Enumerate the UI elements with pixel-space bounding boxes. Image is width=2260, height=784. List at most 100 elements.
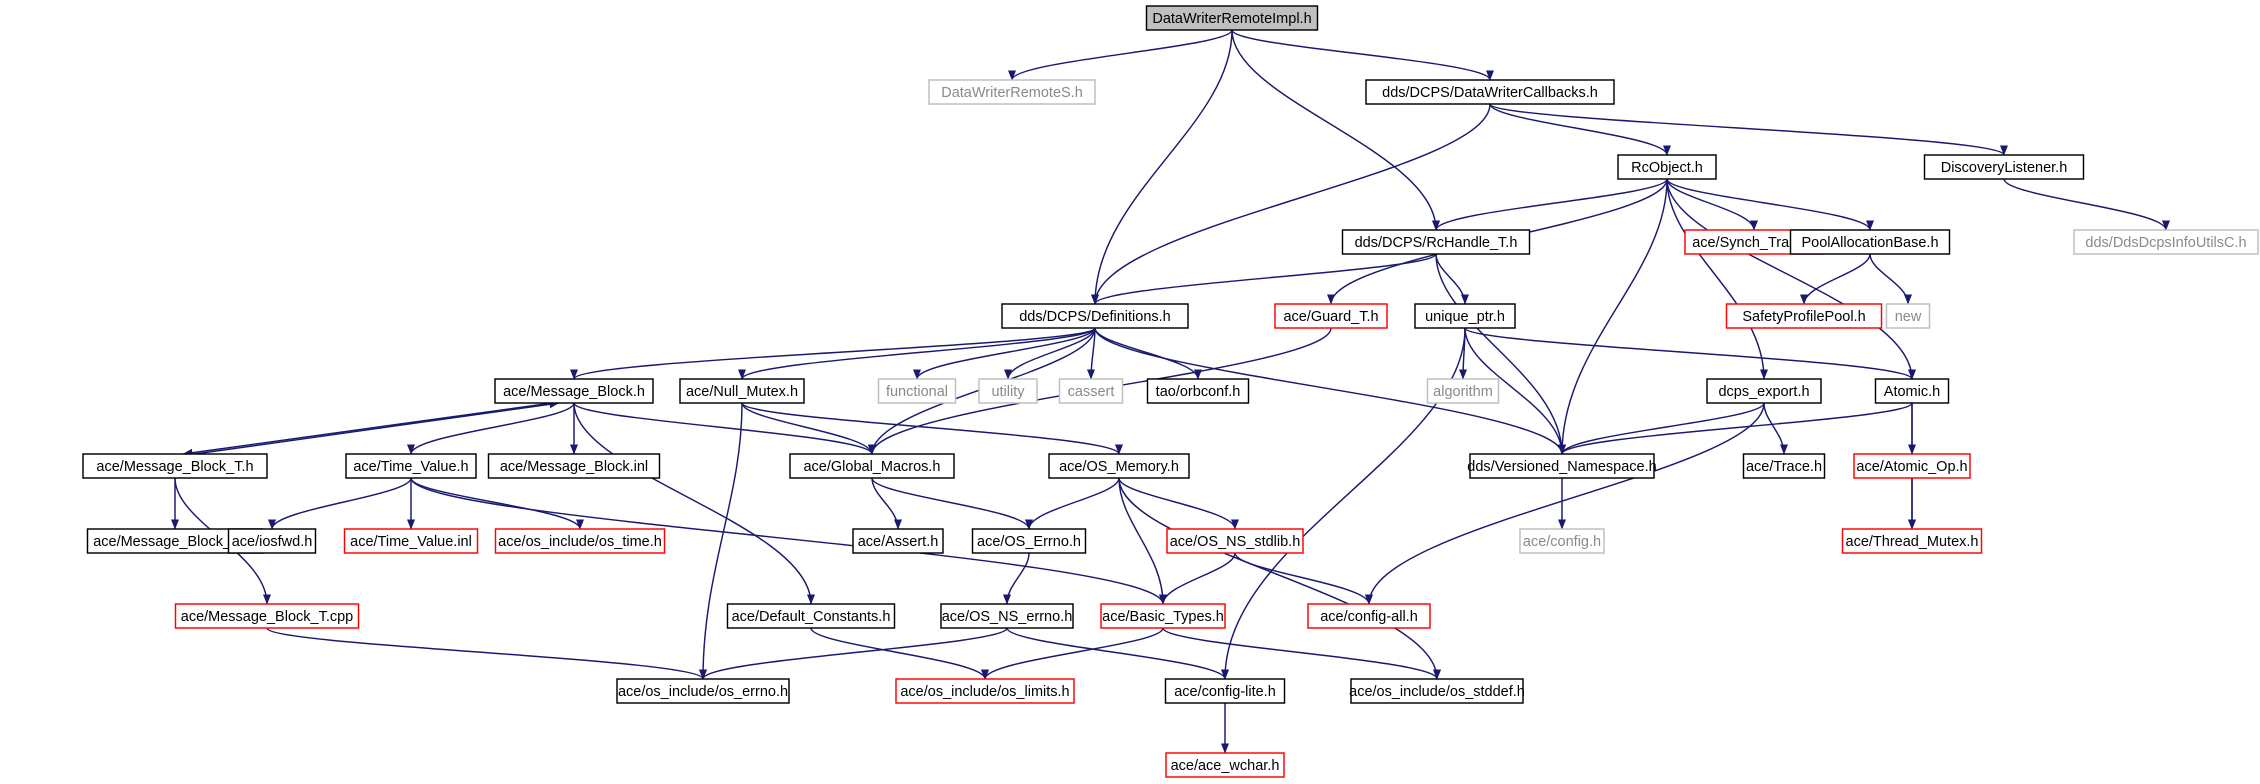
edge-rcobj-to-atomic bbox=[1666, 178, 1916, 380]
node-label: RcObject.h bbox=[1631, 160, 1703, 176]
node-disc[interactable]: DiscoveryListener.h bbox=[1923, 154, 2085, 180]
edge-defconst-to-oslimits bbox=[810, 627, 989, 680]
node-atomicop[interactable]: ace/Atomic_Op.h bbox=[1853, 453, 1971, 479]
edge-defs-to-nullmtx bbox=[738, 327, 1096, 380]
node-assert[interactable]: ace/Assert.h bbox=[852, 528, 944, 554]
edge-nserrno-to-oserrnoh bbox=[699, 627, 1008, 680]
node-label: ace/config-lite.h bbox=[1174, 684, 1276, 700]
node-wchar[interactable]: ace/ace_wchar.h bbox=[1165, 752, 1285, 778]
node-trace[interactable]: ace/Trace.h bbox=[1742, 453, 1826, 479]
node-label: ace/os_include/os_time.h bbox=[498, 534, 662, 550]
node-ddsinfo[interactable]: dds/DdsDcpsInfoUtilsC.h bbox=[2073, 229, 2259, 255]
edge-nullmtx-to-osmem bbox=[741, 402, 1123, 455]
node-config[interactable]: ace/config.h bbox=[1519, 528, 1605, 554]
node-msgblkTcpp[interactable]: ace/Message_Block_T.cpp bbox=[174, 603, 360, 629]
node-box bbox=[1365, 79, 1615, 105]
node-label: ace/Message_Block_T.h bbox=[96, 459, 253, 475]
edge-rcobj-to-dcpsexp bbox=[1666, 178, 1768, 380]
node-box bbox=[1874, 378, 1950, 404]
node-label: utility bbox=[991, 384, 1025, 400]
node-atomic[interactable]: Atomic.h bbox=[1874, 378, 1950, 404]
edge-root-to-dwcb bbox=[1231, 29, 1494, 81]
node-box bbox=[940, 603, 1074, 629]
node-root[interactable]: DataWriterRemoteImpl.h bbox=[1145, 5, 1319, 31]
node-osstddef[interactable]: ace/os_include/os_stddef.h bbox=[1349, 678, 1525, 704]
node-box bbox=[895, 678, 1075, 704]
edge-msgblk-to-msgblkT bbox=[182, 402, 553, 457]
node-oserrnoh[interactable]: ace/os_include/os_errno.h bbox=[616, 678, 790, 704]
edge-pool-to-safety bbox=[1800, 253, 1871, 305]
node-configlite[interactable]: ace/config-lite.h bbox=[1164, 678, 1286, 704]
edge-msgblk-to-globmac bbox=[573, 402, 876, 455]
node-safety[interactable]: SafetyProfilePool.h bbox=[1725, 303, 1883, 329]
node-label: Atomic.h bbox=[1884, 384, 1940, 400]
node-label: dcps_export.h bbox=[1718, 384, 1809, 400]
node-box bbox=[1341, 229, 1531, 255]
node-timevalinl[interactable]: ace/Time_Value.inl bbox=[343, 528, 479, 554]
node-label: ace/os_include/os_limits.h bbox=[900, 684, 1069, 700]
edge-osmem-to-osstddef bbox=[1118, 477, 1441, 680]
edge-basictypes-to-osstddef bbox=[1162, 627, 1441, 680]
node-box bbox=[1100, 603, 1226, 629]
node-box bbox=[1414, 303, 1516, 329]
node-label: algorithm bbox=[1433, 384, 1493, 400]
node-pool[interactable]: PoolAllocationBase.h bbox=[1789, 229, 1951, 255]
node-new[interactable]: new bbox=[1885, 303, 1931, 329]
node-label: ace/Assert.h bbox=[858, 534, 939, 550]
node-box bbox=[1742, 453, 1826, 479]
node-label: dds/DCPS/DataWriterCallbacks.h bbox=[1382, 85, 1598, 101]
node-label: ace/Global_Macros.h bbox=[803, 459, 940, 475]
node-versns[interactable]: dds/Versioned_Namespace.h bbox=[1467, 453, 1657, 479]
node-osmem[interactable]: ace/OS_Memory.h bbox=[1048, 453, 1190, 479]
edge-disc-to-ddsinfo bbox=[2003, 178, 2170, 231]
node-msgblk[interactable]: ace/Message_Block.h bbox=[494, 378, 654, 404]
node-rchandle[interactable]: dds/DCPS/RcHandle_T.h bbox=[1341, 229, 1531, 255]
node-basictypes[interactable]: ace/Basic_Types.h bbox=[1100, 603, 1226, 629]
node-dwcb[interactable]: dds/DCPS/DataWriterCallbacks.h bbox=[1365, 79, 1615, 105]
node-msgblkinl[interactable]: ace/Message_Block.inl bbox=[487, 453, 661, 479]
node-iosfwd[interactable]: ace/iosfwd.h bbox=[227, 528, 317, 554]
node-cassert[interactable]: cassert bbox=[1058, 378, 1124, 404]
node-label: dds/DCPS/RcHandle_T.h bbox=[1355, 235, 1518, 251]
node-nserrno[interactable]: ace/OS_NS_errno.h bbox=[940, 603, 1074, 629]
edge-msgblk-to-timeval bbox=[407, 402, 575, 455]
node-functional[interactable]: functional bbox=[877, 378, 957, 404]
node-defs[interactable]: dds/DCPS/Definitions.h bbox=[1001, 303, 1189, 329]
node-label: ace/Atomic_Op.h bbox=[1856, 459, 1967, 475]
node-algorithm[interactable]: algorithm bbox=[1426, 378, 1500, 404]
edge-rchandle-to-defs bbox=[1091, 253, 1437, 305]
node-box bbox=[1164, 678, 1286, 704]
node-uptr[interactable]: unique_ptr.h bbox=[1414, 303, 1516, 329]
node-defconst[interactable]: ace/Default_Constants.h bbox=[726, 603, 896, 629]
node-box bbox=[494, 378, 654, 404]
node-oserrno[interactable]: ace/OS_Errno.h bbox=[971, 528, 1087, 554]
node-configall[interactable]: ace/config-all.h bbox=[1307, 603, 1431, 629]
node-utility[interactable]: utility bbox=[978, 378, 1038, 404]
node-globmac[interactable]: ace/Global_Macros.h bbox=[789, 453, 955, 479]
node-nullmtx[interactable]: ace/Null_Mutex.h bbox=[679, 378, 805, 404]
node-msgblkT[interactable]: ace/Message_Block_T.h bbox=[82, 453, 268, 479]
node-label: ace/ace_wchar.h bbox=[1171, 758, 1280, 774]
node-dcpsexp[interactable]: dcps_export.h bbox=[1706, 378, 1822, 404]
node-thrmtx[interactable]: ace/Thread_Mutex.h bbox=[1841, 528, 1983, 554]
node-box bbox=[174, 603, 360, 629]
node-label: ace/Null_Mutex.h bbox=[686, 384, 798, 400]
node-ostime[interactable]: ace/os_include/os_time.h bbox=[494, 528, 666, 554]
node-guard[interactable]: ace/Guard_T.h bbox=[1274, 303, 1388, 329]
node-label: ace/Time_Value.inl bbox=[350, 534, 472, 550]
node-timeval[interactable]: ace/Time_Value.h bbox=[345, 453, 477, 479]
node-label: ace/config-all.h bbox=[1320, 609, 1418, 625]
edge-pool-to-new bbox=[1869, 253, 1912, 305]
node-oslimits[interactable]: ace/os_include/os_limits.h bbox=[895, 678, 1075, 704]
node-label: unique_ptr.h bbox=[1425, 309, 1505, 325]
node-nsstdlib[interactable]: ace/OS_NS_stdlib.h bbox=[1166, 528, 1304, 554]
node-label: dds/Versioned_Namespace.h bbox=[1467, 459, 1656, 475]
node-label: ace/OS_Memory.h bbox=[1059, 459, 1179, 475]
node-label: SafetyProfilePool.h bbox=[1742, 309, 1865, 325]
node-box bbox=[1841, 528, 1983, 554]
node-rcobj[interactable]: RcObject.h bbox=[1617, 154, 1717, 180]
node-label: ace/iosfwd.h bbox=[232, 534, 313, 550]
node-orbconf[interactable]: tao/orbconf.h bbox=[1146, 378, 1250, 404]
node-dwrs[interactable]: DataWriterRemoteS.h bbox=[928, 79, 1096, 105]
